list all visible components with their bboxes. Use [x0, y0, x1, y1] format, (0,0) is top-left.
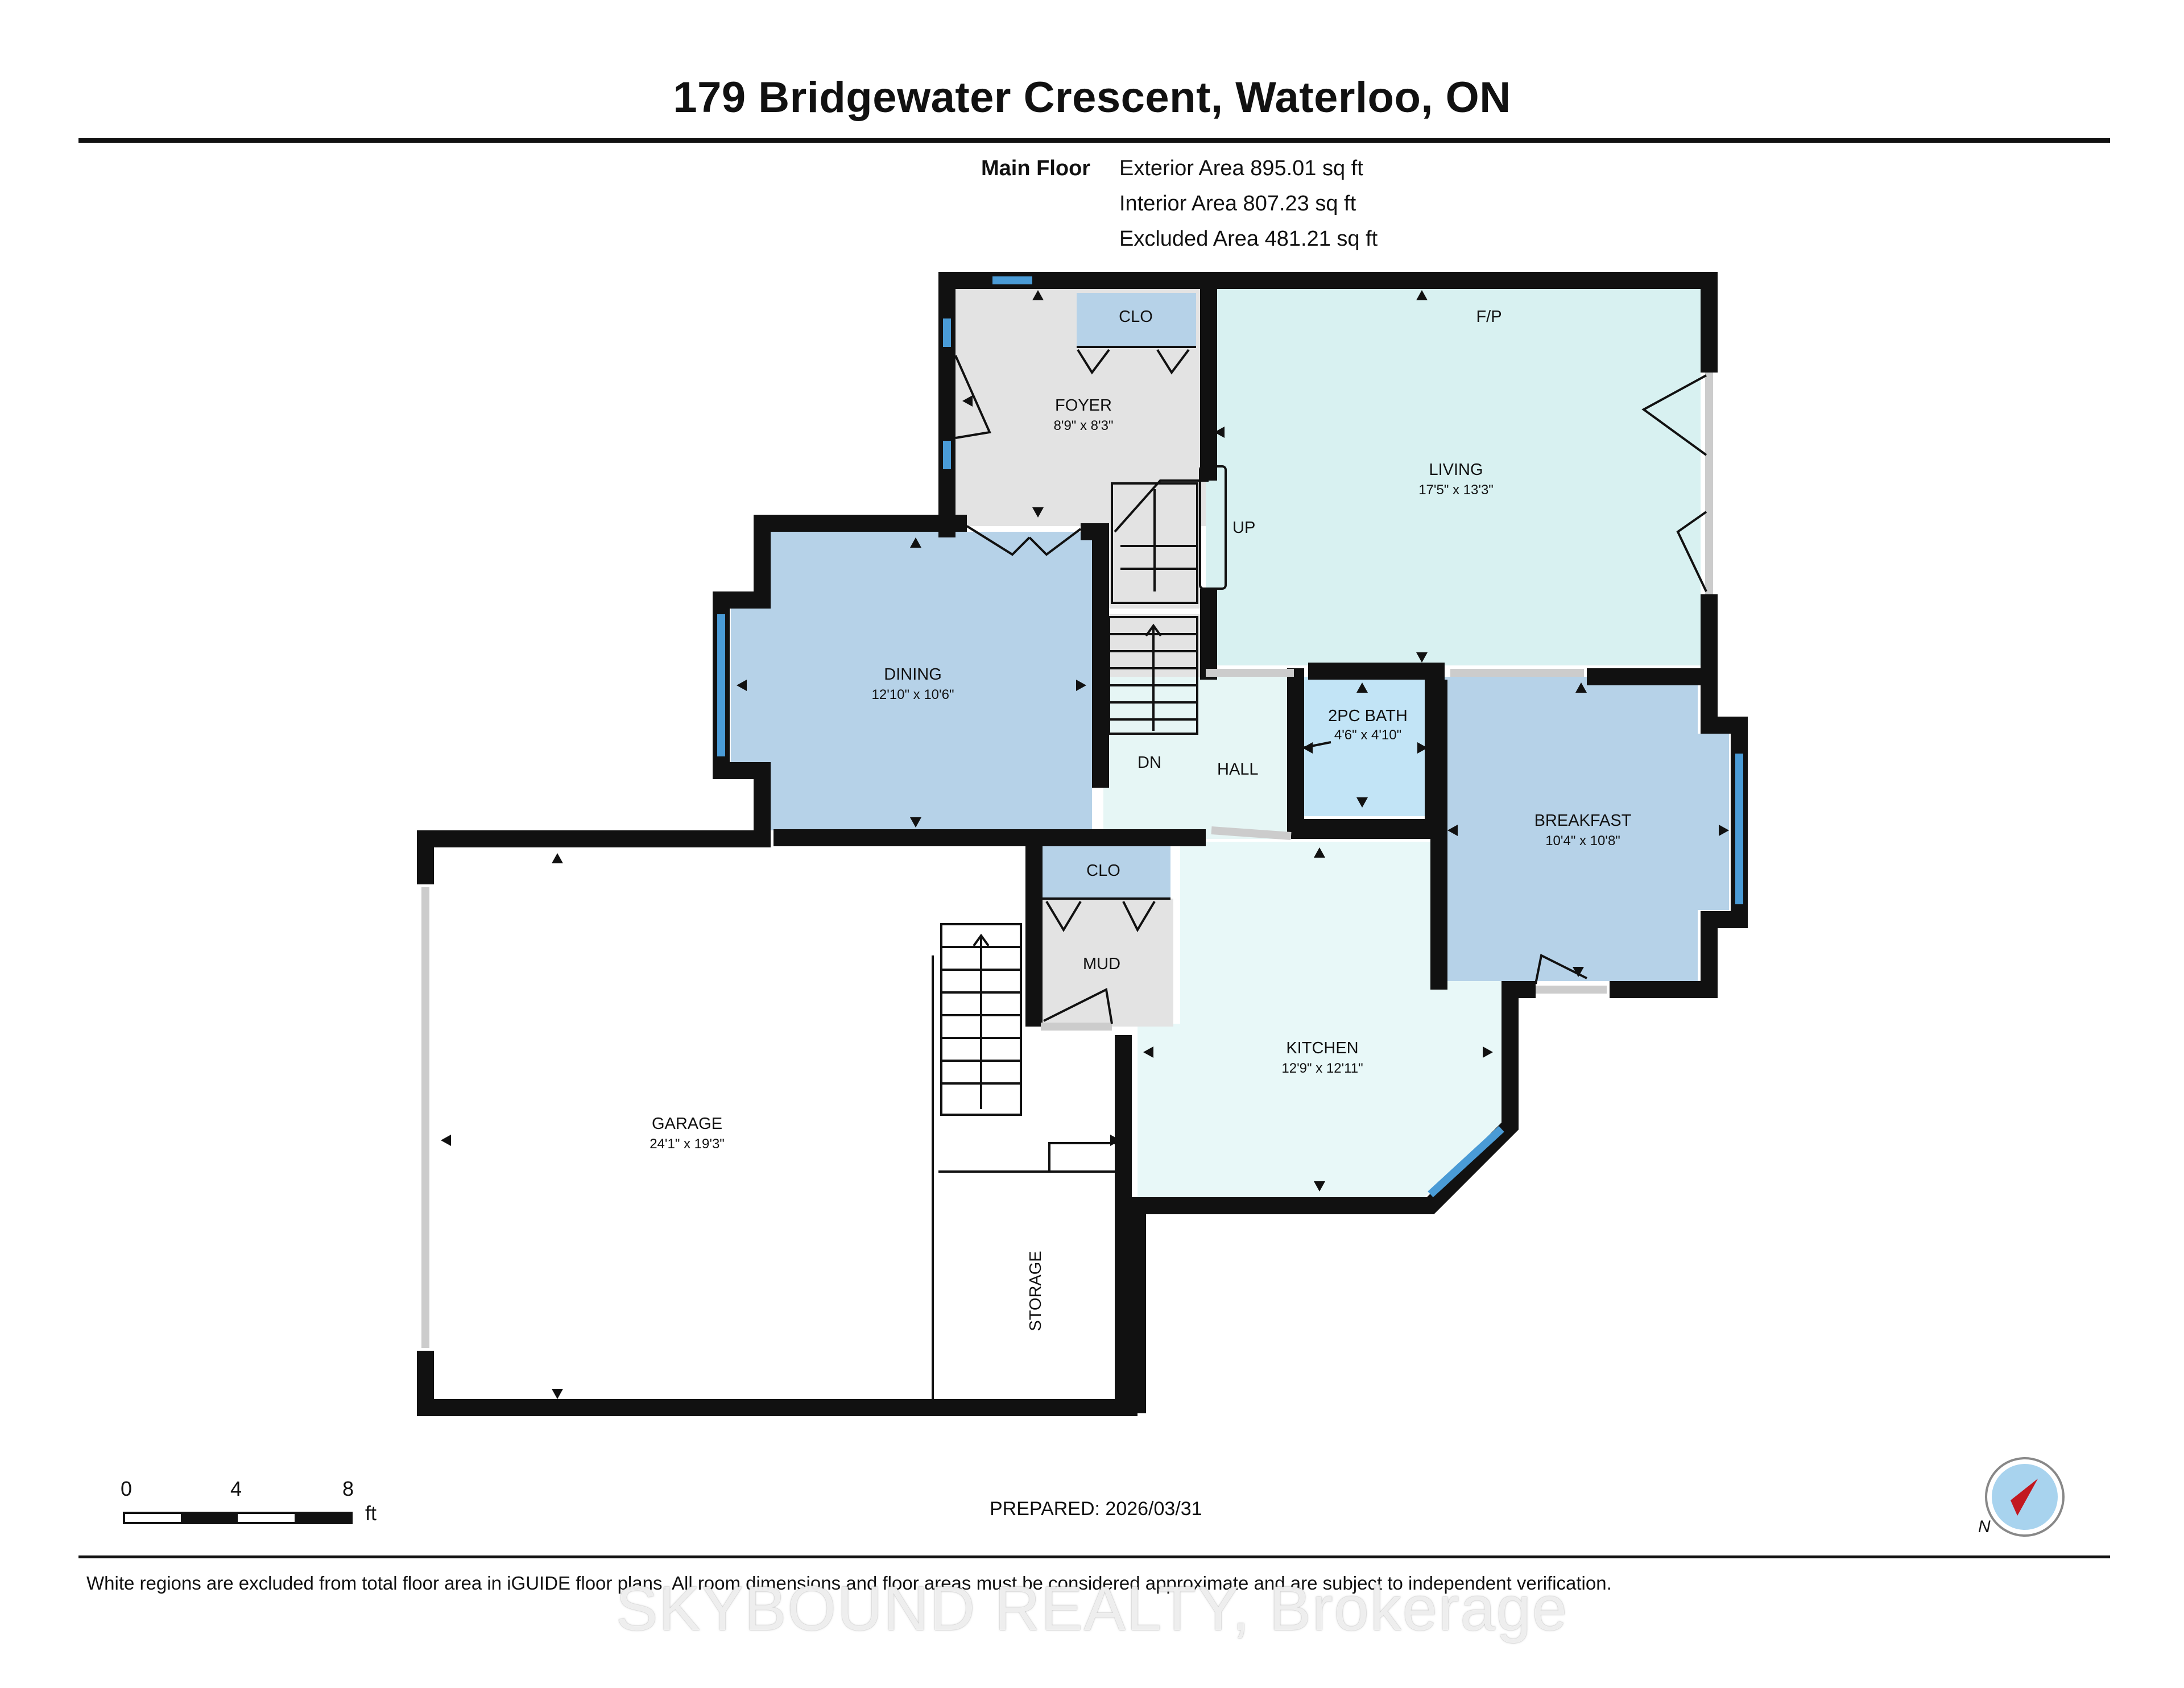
page-title: 179 Bridgewater Crescent, Waterloo, ON [673, 73, 1511, 122]
excluded-area: Excluded Area 481.21 sq ft [1119, 227, 1378, 251]
living-dim: 17'5" x 13'3" [1418, 482, 1494, 498]
windows [717, 276, 1743, 1198]
kitchen-dim: 12'9" x 12'11" [1281, 1061, 1363, 1076]
dining-dim: 12'10" x 10'6" [872, 687, 954, 702]
breakfast-room [1439, 677, 1729, 981]
floor-name: Main Floor [981, 156, 1091, 180]
hall-label: HALL [1217, 760, 1259, 779]
stair-railing [1199, 465, 1227, 590]
interior-lines [932, 346, 1196, 1405]
stair-up-label: UP [1232, 519, 1255, 537]
footer-divider [78, 1555, 2110, 1558]
living-room [1206, 287, 1701, 665]
storage-label: STORAGE [1027, 1251, 1045, 1331]
bath-dim: 4'6" x 4'10" [1334, 727, 1401, 743]
scale-bar [123, 1512, 353, 1524]
dining-room [731, 532, 1092, 830]
prepared-date: PREPARED: 2026/03/31 [990, 1498, 1202, 1520]
breakfast-label: BREAKFAST [1534, 812, 1632, 830]
compass-icon [1985, 1457, 2065, 1537]
scale-unit: ft [365, 1501, 377, 1525]
living-label: LIVING [1429, 461, 1483, 479]
walls [417, 272, 1748, 1416]
scale-tick-8: 8 [342, 1477, 354, 1500]
closet-top-label: CLO [1119, 308, 1153, 326]
scale-tick-0: 0 [121, 1477, 133, 1500]
fireplace-label: F/P [1476, 308, 1502, 326]
scale-tick-4: 4 [230, 1477, 242, 1500]
stairs [940, 479, 1209, 1116]
header-divider [78, 138, 2110, 143]
stair-up [1103, 478, 1200, 609]
closet-mud-label: CLO [1086, 862, 1120, 880]
dimension-arrows [441, 290, 1729, 1399]
garage-dim: 24'1" x 19'3" [650, 1136, 725, 1152]
openings [421, 373, 1713, 1348]
mud-label: MUD [1083, 955, 1120, 973]
compass-north-label: N [1978, 1517, 1991, 1536]
foyer-label: FOYER [1055, 396, 1112, 415]
door-swings [954, 349, 1707, 1024]
stair-down-label: DN [1138, 754, 1161, 772]
closet-mud [1037, 845, 1170, 899]
exterior-area: Exterior Area 895.01 sq ft [1119, 156, 1363, 180]
kitchen-room [1138, 842, 1502, 1197]
bath-label: 2PC BATH [1328, 707, 1408, 725]
interior-area: Interior Area 807.23 sq ft [1119, 192, 1356, 216]
watermark: SKYBOUND REALTY, Brokerage [615, 1574, 1569, 1644]
disclaimer-text: White regions are excluded from total fl… [86, 1573, 1612, 1594]
breakfast-dim: 10'4" x 10'8" [1545, 833, 1620, 849]
kitchen-label: KITCHEN [1286, 1039, 1358, 1057]
foyer-dim: 8'9" x 8'3" [1054, 418, 1114, 433]
garage-label: GARAGE [652, 1115, 722, 1133]
closet-top [1077, 293, 1196, 347]
dining-label: DINING [884, 665, 942, 684]
bath-room [1300, 677, 1430, 816]
